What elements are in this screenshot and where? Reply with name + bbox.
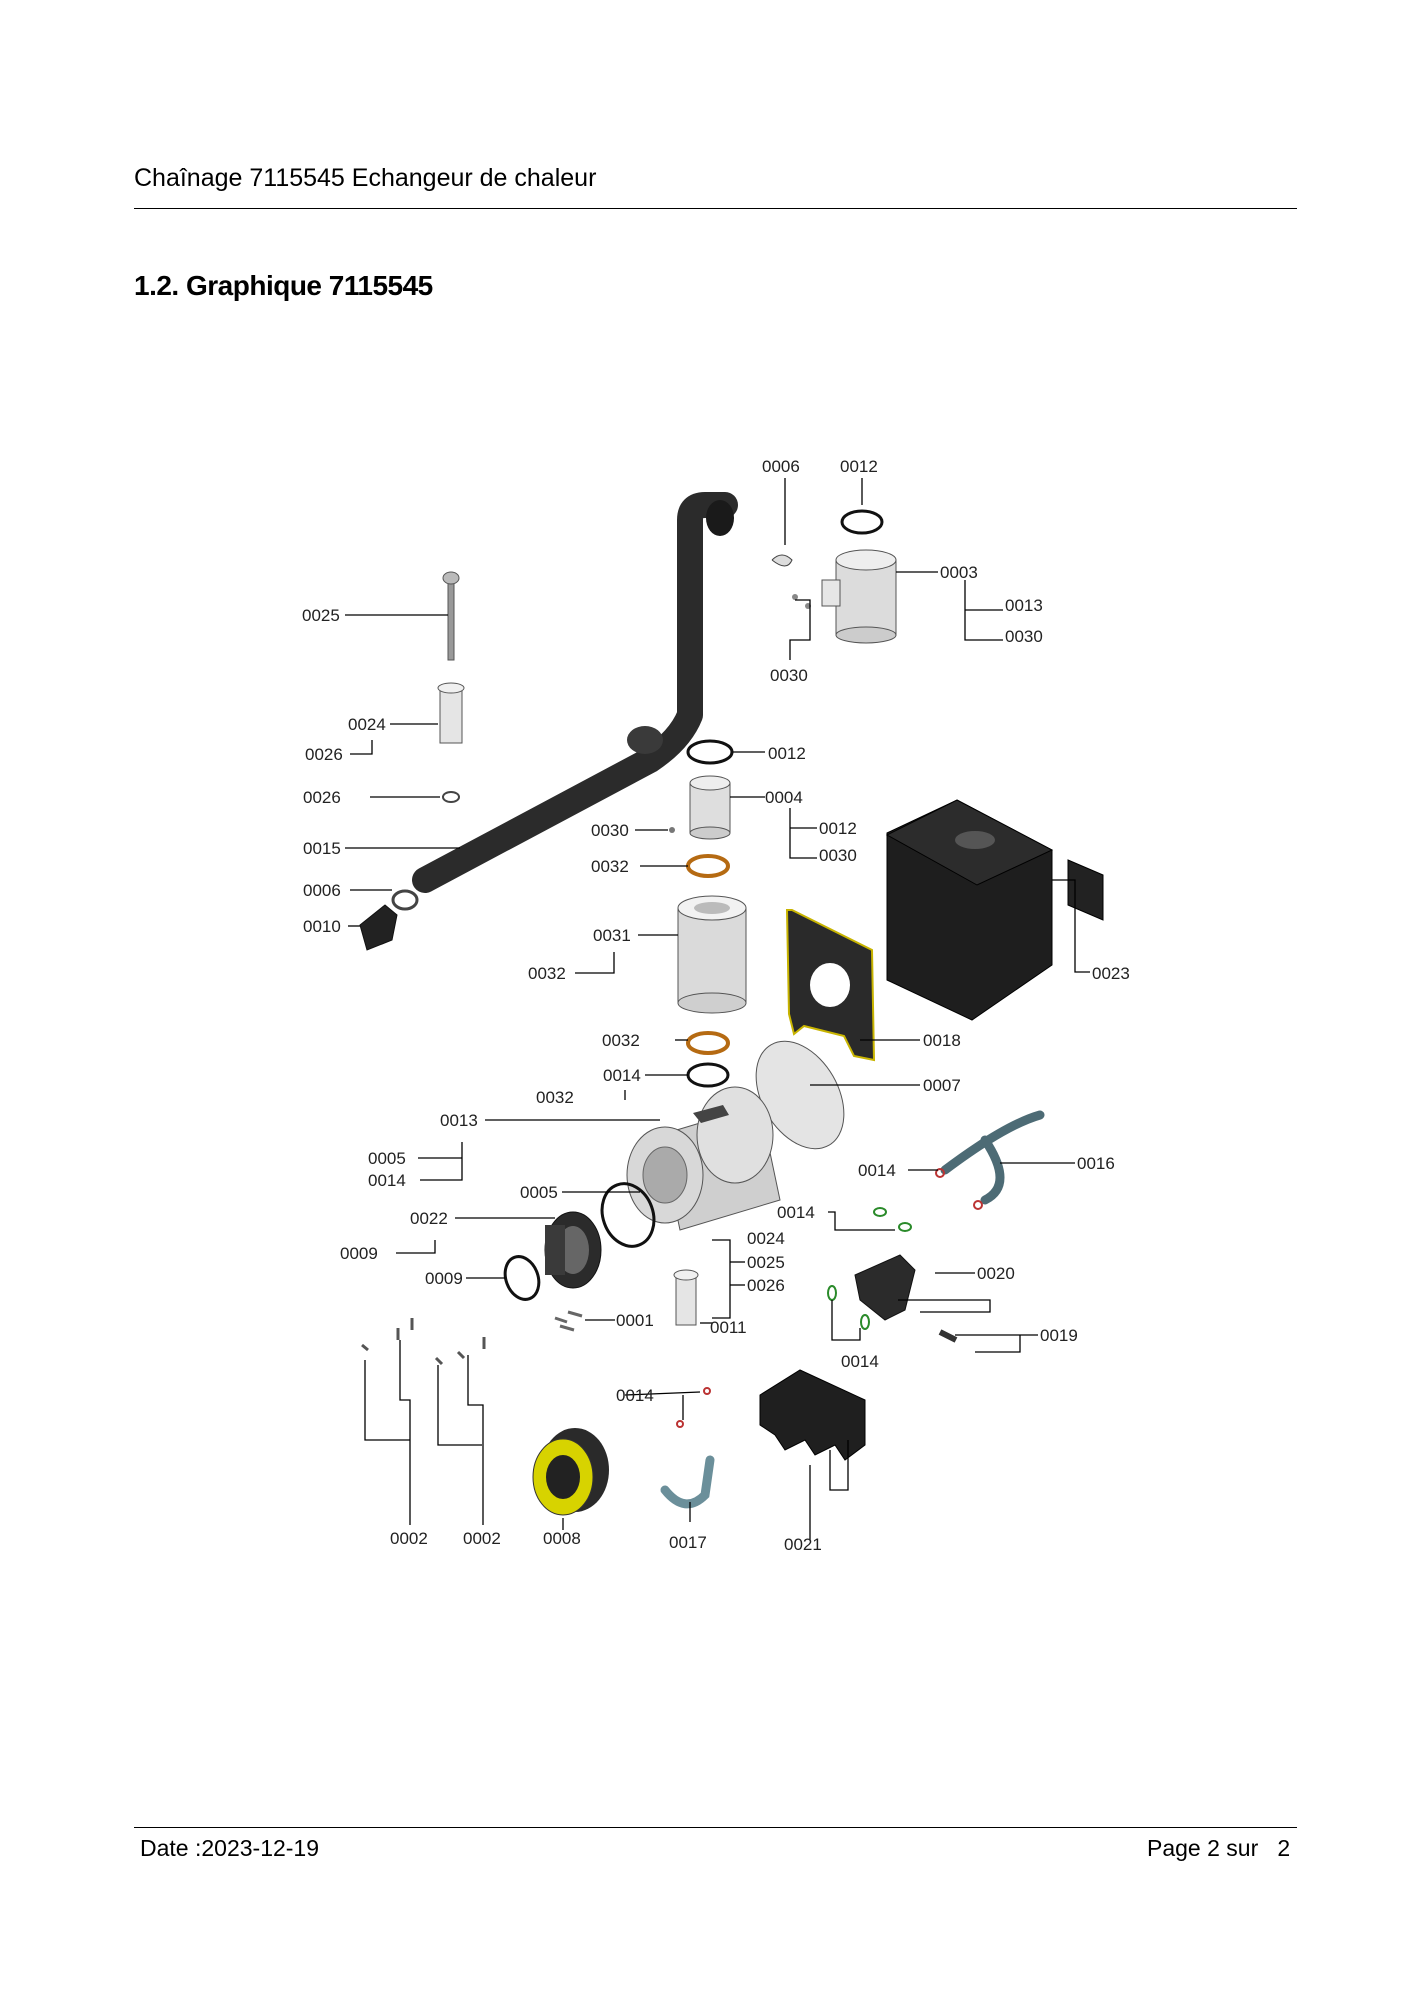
label-0032-c: 0032 [602,1031,640,1050]
label-0026-a: 0026 [305,745,343,764]
oring-0014-green-a [873,1207,887,1217]
label-0002-b: 0002 [463,1529,501,1548]
ring-0009 [503,1255,541,1301]
label-0014-a: 0014 [603,1066,641,1085]
screws-0002 [361,1318,486,1366]
label-0025-top: 0025 [302,606,340,625]
label-0014-f: 0014 [616,1386,654,1405]
part-0013-exchanger [626,1086,781,1231]
screw-0030-top [792,594,798,600]
label-0016: 0016 [1077,1154,1115,1173]
label-0003: 0003 [940,563,978,582]
footer-rule [134,1827,1297,1828]
part-0019 [938,1329,958,1343]
label-0024-b: 0024 [747,1229,785,1248]
label-0021: 0021 [784,1535,822,1554]
label-0031: 0031 [593,926,631,945]
part-0023-housing [885,799,1104,1021]
oring-0014-green-b [898,1222,912,1232]
label-0030-a: 0030 [1005,627,1043,646]
label-0032-d: 0032 [536,1088,574,1107]
label-0012-top: 0012 [840,457,878,476]
label-0011: 0011 [710,1318,747,1337]
leader-lines [345,478,1090,1540]
label-0001: 0001 [616,1311,654,1330]
label-0010: 0010 [303,917,341,936]
label-0025-b: 0025 [747,1253,785,1272]
section-heading: 1.2. Graphique 7115545 [134,270,433,301]
label-0014-e: 0014 [841,1352,879,1371]
part-0016-hose [940,1110,1045,1205]
label-0008: 0008 [543,1529,581,1548]
oring-0014-green-d [860,1314,870,1330]
oring-0014-hose-2 [973,1200,983,1210]
label-0012-mid: 0012 [768,744,806,763]
label-0019: 0019 [1040,1326,1078,1345]
label-0032-a: 0032 [591,857,629,876]
label-0024-top: 0024 [348,715,386,734]
clip-0006-top [771,554,793,567]
label-0014-d: 0014 [777,1203,815,1222]
part-0024 [437,682,465,744]
label-0015: 0015 [303,839,341,858]
part-0010 [359,904,398,951]
gasket-0032-a [686,854,730,878]
label-0023: 0023 [1092,964,1130,983]
label-0009-a: 0009 [340,1244,378,1263]
label-0030-b: 0030 [770,666,808,685]
document-header-title: Chaînage 7115545 Echangeur de chaleur [134,164,597,192]
oring-0014-hose [935,1168,945,1178]
label-0002-a: 0002 [390,1529,428,1548]
label-0005-b: 0005 [520,1183,558,1202]
part-0017-hose [660,1455,715,1509]
label-0004: 0004 [765,788,803,807]
part-0020 [854,1254,916,1321]
part-0011 [673,1269,699,1326]
screws-0001 [554,1310,583,1332]
part-0008 [532,1428,609,1516]
label-0014-b: 0014 [368,1171,406,1190]
part-0018-plate [785,909,876,1062]
label-0026-c: 0026 [747,1276,785,1295]
ring-0012-mid [686,739,734,765]
ring-0012-top [840,509,884,535]
label-0030-d: 0030 [819,846,857,865]
label-0018: 0018 [923,1031,961,1050]
oring-0026 [442,791,460,803]
ring-0014-a [686,1062,730,1088]
screw-0030-mid [669,827,675,833]
label-0014-c: 0014 [858,1161,896,1180]
part-0022 [544,1211,602,1289]
flue-pipe-0015 [412,492,738,893]
label-0020: 0020 [977,1264,1015,1283]
part-0003 [821,549,897,644]
label-0032-b: 0032 [528,964,566,983]
footer-page-number: Page 2 sur 2 [1147,1835,1291,1861]
oring-0014-green-c [827,1285,837,1301]
gasket-0032-b [686,1031,730,1055]
label-0009-b: 0009 [425,1269,463,1288]
label-0012-low: 0012 [819,819,857,838]
label-0026-b: 0026 [303,788,341,807]
header-rule [134,208,1297,209]
part-0031 [677,895,747,1014]
label-0007: 0007 [923,1076,961,1095]
clip-0006-left [391,889,419,911]
gasket-0005 [600,1182,656,1248]
part-0025-probe [442,571,460,661]
label-0005-a: 0005 [368,1149,406,1168]
oring-0014-lower [703,1387,711,1395]
label-0006-left: 0006 [303,881,341,900]
label-0013-a: 0013 [1005,596,1043,615]
part-0004 [689,775,731,840]
label-0017: 0017 [669,1533,707,1552]
oring-0014-lower-2 [676,1420,684,1428]
label-0030-c: 0030 [591,821,629,840]
label-0022: 0022 [410,1209,448,1228]
label-0006-top: 0006 [762,457,800,476]
footer-date: Date :2023-12-19 [140,1835,320,1861]
part-0021 [759,1369,866,1461]
label-0013-b: 0013 [440,1111,478,1130]
